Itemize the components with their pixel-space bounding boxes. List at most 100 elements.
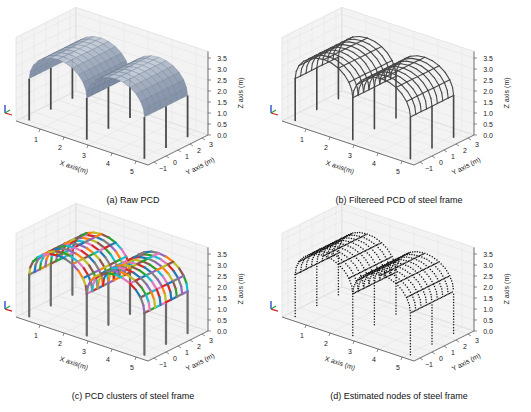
- estimated-node: [397, 282, 399, 284]
- estimated-node: [427, 286, 429, 288]
- estimated-node: [340, 238, 342, 240]
- estimated-node: [327, 258, 329, 260]
- estimated-node: [357, 279, 359, 281]
- orientation-icon: [5, 306, 10, 309]
- estimated-node: [394, 267, 396, 269]
- tick-mark: [63, 333, 64, 336]
- estimated-node: [363, 270, 365, 272]
- point-cluster: [78, 271, 83, 278]
- tick-mark: [208, 102, 211, 103]
- estimated-node: [340, 262, 342, 264]
- grid-line: [438, 39, 439, 123]
- frame-member: [326, 49, 333, 51]
- estimated-node: [390, 272, 392, 274]
- estimated-node: [429, 266, 431, 268]
- estimated-node: [357, 290, 359, 292]
- estimated-node: [374, 245, 376, 247]
- estimated-node: [351, 238, 353, 240]
- estimated-node: [368, 246, 370, 248]
- estimated-node: [445, 277, 447, 279]
- point-cluster: [89, 256, 95, 263]
- estimated-node: [380, 243, 382, 245]
- point-cluster: [28, 268, 31, 275]
- grid-line: [22, 230, 23, 314]
- estimated-node: [438, 261, 440, 263]
- frame-member: [419, 57, 424, 60]
- estimated-node: [365, 234, 367, 236]
- frame-member: [354, 85, 357, 91]
- point-cluster: [71, 256, 78, 261]
- estimated-node: [445, 295, 447, 297]
- axis-line: [208, 247, 209, 331]
- frame-member: [421, 66, 428, 71]
- estimated-node: [402, 255, 404, 256]
- estimated-node: [337, 241, 339, 243]
- estimated-node: [440, 280, 442, 282]
- estimated-node: [371, 273, 373, 275]
- estimated-node: [368, 272, 370, 274]
- point-cluster: [168, 262, 173, 265]
- estimated-node: [364, 269, 366, 271]
- estimated-node: [337, 239, 339, 241]
- estimated-node: [346, 237, 348, 239]
- estimated-node: [374, 285, 376, 287]
- tick-mark: [474, 80, 477, 81]
- point-cluster: [186, 284, 189, 292]
- frame-member: [344, 66, 350, 73]
- estimated-node: [407, 261, 409, 263]
- tick-mark: [456, 340, 459, 342]
- point-cluster: [111, 255, 116, 262]
- frame-member: [320, 52, 327, 54]
- frame-member: [361, 78, 367, 81]
- estimated-node: [340, 240, 342, 242]
- point-cluster: [83, 278, 86, 286]
- estimated-node: [355, 244, 357, 246]
- estimated-node: [338, 261, 340, 263]
- grid-line: [366, 211, 367, 295]
- grid-line: [336, 94, 468, 138]
- steel-frame: [29, 232, 187, 354]
- point-cluster: [65, 259, 72, 264]
- estimated-node: [324, 246, 326, 248]
- frame-member: [434, 88, 437, 96]
- tick-mark: [202, 334, 205, 336]
- estimated-node: [449, 275, 451, 277]
- estimated-node: [397, 258, 399, 260]
- estimated-node: [371, 241, 373, 243]
- estimated-node: [431, 299, 433, 301]
- frame-member: [316, 68, 318, 110]
- tick-mark: [208, 331, 211, 332]
- estimated-node: [373, 280, 375, 282]
- estimated-node: [371, 269, 373, 271]
- estimated-node: [328, 257, 330, 259]
- estimated-node: [405, 260, 407, 262]
- estimated-node: [376, 273, 378, 275]
- estimated-node: [365, 259, 367, 261]
- orientation-icon: [5, 110, 10, 113]
- estimated-node: [382, 265, 384, 267]
- point-cluster: [139, 270, 146, 275]
- estimated-node: [352, 293, 354, 295]
- estimated-node: [410, 312, 412, 314]
- tick-mark: [208, 80, 211, 81]
- frame-member: [418, 77, 424, 84]
- tick-mark: [208, 135, 211, 136]
- grid-line: [58, 100, 190, 144]
- estimated-node: [361, 232, 363, 234]
- grid-line: [282, 243, 342, 273]
- estimated-node: [424, 252, 426, 254]
- point-cluster: [139, 252, 144, 255]
- estimated-node: [362, 251, 364, 253]
- estimated-node: [453, 313, 455, 315]
- frame-member: [360, 55, 365, 58]
- point-cluster: [105, 248, 111, 255]
- estimated-node: [368, 285, 370, 287]
- point-cluster: [121, 272, 128, 275]
- estimated-node: [395, 305, 397, 307]
- frame-member: [356, 43, 363, 46]
- estimated-node: [390, 272, 392, 274]
- estimated-node: [433, 283, 435, 285]
- estimated-node: [381, 274, 383, 276]
- frame-member: [299, 61, 304, 65]
- estimated-node: [434, 300, 436, 302]
